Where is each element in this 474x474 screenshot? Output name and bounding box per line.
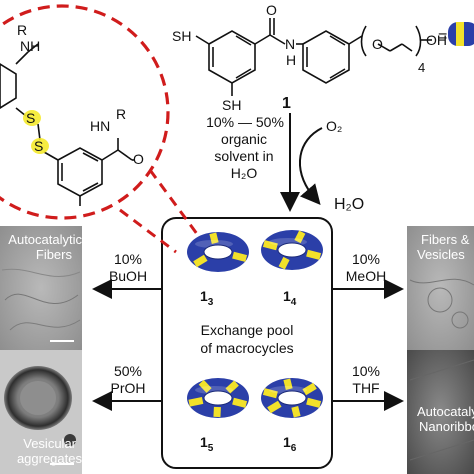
inset-nh-top: NH [20,38,41,54]
scale-bar [50,463,74,465]
route-thf-pct: 10% [351,363,381,379]
caption-autocatalytic-nanoribbons: Autocatalytic Nanoribbons [417,404,474,434]
conditions-water: H₂O [230,165,258,181]
ring-stripe [291,406,301,418]
route-meoh-pct: 10% [351,251,381,267]
ring-stripe [262,388,278,399]
ring-stripe [283,378,293,390]
inset-hn: HN [90,118,111,134]
caption-autocatalytic-fibers: Autocatalytic Fibers [8,232,82,262]
photo-vesicular-aggregates [0,350,82,474]
legend-ring-icon [448,22,474,46]
atom-h: H [286,52,297,68]
route-buoh-pct: 10% [113,251,143,267]
inset-r-mid: R [116,106,127,122]
route-proh-solvent: PrOH [110,380,146,396]
inset-s1: S [26,110,36,126]
route-buoh-solvent: BuOH [108,268,148,284]
arrow-oxidation-curve [298,127,323,206]
caption-vesicular-aggregates: Vesicular aggregates [16,436,82,466]
atom-sh-top: SH [172,28,192,44]
scale-bar [50,340,74,342]
macrocycle-ring-1-3 [187,232,249,272]
route-proh-pct: 50% [113,363,143,379]
route-thf-solvent: THF [352,380,380,396]
photo-fibers-vesicles [407,226,474,350]
ring-stripe [193,254,208,268]
callout-line-1 [148,169,202,239]
caption-fibers-vesicles: Fibers & Vesicles [417,232,470,262]
ring-stripe [209,232,219,244]
atom-n: N [285,36,296,52]
conditions-solvent: solvent in [214,148,274,164]
ring-stripe [262,240,278,251]
conditions-range: 10% — 50% [206,114,284,130]
repeat-count: 4 [418,60,426,75]
ring-label-1-5: 15 [200,434,214,454]
photo-autocatalytic-fibers [0,226,82,350]
inset-dashed-circle [0,4,170,220]
inset-structure [0,43,134,206]
arrows [92,113,404,411]
pool-label-line1: Exchange pool [200,322,294,338]
callout-line-2 [119,208,177,254]
macrocycle-ring-1-6 [261,378,323,418]
product-h2o: H₂O [334,196,365,213]
atom-o-carbonyl: O [266,2,277,18]
reagent-o2: O₂ [326,118,343,134]
compound-number: 1 [282,95,291,112]
inset-r-top: R [17,22,28,38]
ring-stripe [232,397,248,408]
macrocycle-ring-1-5 [187,378,249,418]
pool-label-line2: of macrocycles [200,340,294,356]
molecule-1-structure [195,18,432,96]
macrocycle-ring-1-4 [261,230,323,270]
ring-stripe [225,380,239,394]
ring-stripe [188,397,204,407]
ring-stripe [306,249,322,260]
route-meoh-solvent: MeOH [345,268,387,284]
equals-sign: = [438,28,448,45]
ring-stripe [267,400,282,414]
ring-stripe [232,251,248,262]
ring-stripe [198,379,212,393]
ring-stripe [213,406,221,418]
atom-oh: OH [426,32,447,48]
conditions-organic: organic [221,131,267,147]
ring-label-1-4: 14 [283,288,297,308]
disulfide-highlight [23,110,49,154]
ring-stripe [302,382,317,396]
ring-stripe [294,230,306,244]
ring-stripe [278,256,290,270]
inset-o: O [133,151,144,167]
macrocycle-rings [187,230,323,418]
ring-stripe [306,397,322,408]
inset-s2: S [34,138,44,154]
photo-autocatalytic-nanoribbons [407,350,474,474]
ring-label-1-6: 16 [283,434,297,454]
atom-o-ether1: O [372,36,383,52]
ring-label-1-3: 13 [200,288,214,308]
atom-sh-bottom: SH [222,97,242,113]
